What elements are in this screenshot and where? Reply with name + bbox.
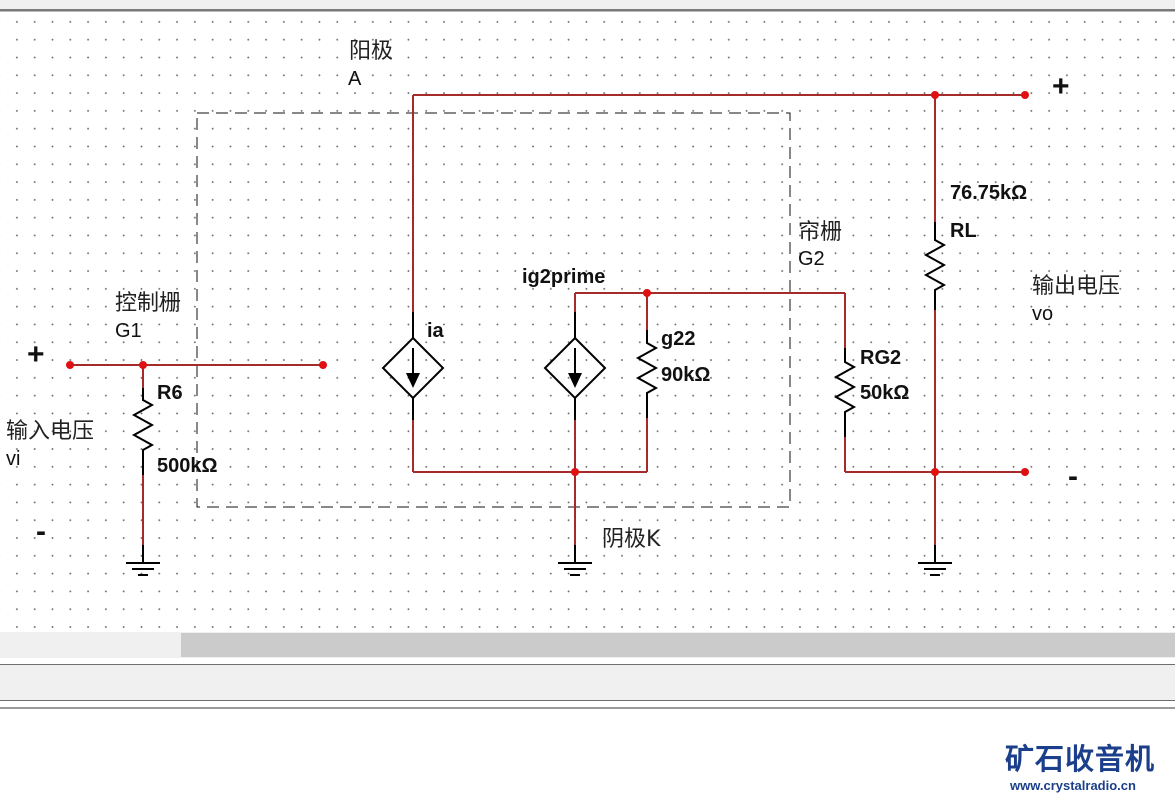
terminal-output-minus xyxy=(1021,468,1029,476)
resistor-rg2 xyxy=(833,348,857,437)
panel-divider xyxy=(0,664,1175,665)
output-plus-sign: + xyxy=(1052,70,1070,103)
ground-symbol-cathode xyxy=(558,562,592,576)
junction-cathode xyxy=(571,468,579,476)
rl-value: 76.75kΩ xyxy=(950,182,1028,204)
input-voltage-label-symbol: vi xyxy=(6,448,21,470)
output-voltage-label-symbol: vo xyxy=(1032,303,1054,325)
input-voltage-label-cn: 输入电压 xyxy=(6,419,95,444)
ground-symbol-output xyxy=(918,562,952,576)
r6-name: R6 xyxy=(157,382,183,404)
resistor-r6 xyxy=(131,388,155,475)
top-toolbar-strip xyxy=(0,0,1175,11)
watermark-logo-title: 矿石收音机 xyxy=(1005,742,1156,776)
anode-label-symbol: A xyxy=(348,68,362,90)
junction-output-minus xyxy=(931,468,939,476)
junctions xyxy=(66,91,1029,476)
r6-value: 500kΩ xyxy=(157,455,218,477)
screen-grid-label-cn: 帘栅 xyxy=(798,220,843,245)
terminal-output-plus xyxy=(1021,91,1029,99)
terminal-input-plus xyxy=(66,361,74,369)
input-plus-sign: + xyxy=(27,338,45,371)
panel-divider xyxy=(0,707,1175,709)
status-bar xyxy=(0,665,1175,700)
toolbar-divider xyxy=(0,11,1175,12)
watermark-logo-url: www.crystalradio.cn xyxy=(1010,778,1136,793)
junction-input xyxy=(139,361,147,369)
resistor-rl xyxy=(923,222,947,310)
anode-label-cn: 阳极 xyxy=(349,39,394,64)
junction-anode xyxy=(931,91,939,99)
schematic-drawing xyxy=(66,91,1029,576)
rl-name: RL xyxy=(950,220,977,242)
ground-symbol-input xyxy=(126,562,160,576)
junction-g2 xyxy=(643,289,651,297)
terminal-grid xyxy=(319,361,327,369)
g22-name: g22 xyxy=(661,328,696,350)
tube-boundary-box xyxy=(196,112,791,508)
control-grid-label-cn: 控制栅 xyxy=(115,291,182,316)
panel-divider xyxy=(0,700,1175,701)
output-minus-sign: - xyxy=(1068,460,1078,493)
screen-grid-label-symbol: G2 xyxy=(798,248,825,270)
arrow-down-icon xyxy=(406,373,420,388)
control-grid-label-symbol: G1 xyxy=(115,320,142,342)
g22-value: 90kΩ xyxy=(661,364,711,386)
schematic-canvas[interactable] xyxy=(0,12,1175,632)
rg2-name: RG2 xyxy=(860,347,902,369)
arrow-down-icon xyxy=(568,373,582,388)
rg2-value: 50kΩ xyxy=(860,382,910,404)
ig2prime-name: ig2prime xyxy=(522,266,606,288)
resistor-g22 xyxy=(635,330,659,418)
output-voltage-label-cn: 输出电压 xyxy=(1032,274,1121,299)
horizontal-scrollbar-thumb[interactable] xyxy=(181,633,1175,657)
wires xyxy=(70,94,1025,545)
ia-name: ia xyxy=(427,320,444,342)
input-minus-sign: - xyxy=(36,515,46,548)
cathode-label: 阴极K xyxy=(602,527,661,552)
